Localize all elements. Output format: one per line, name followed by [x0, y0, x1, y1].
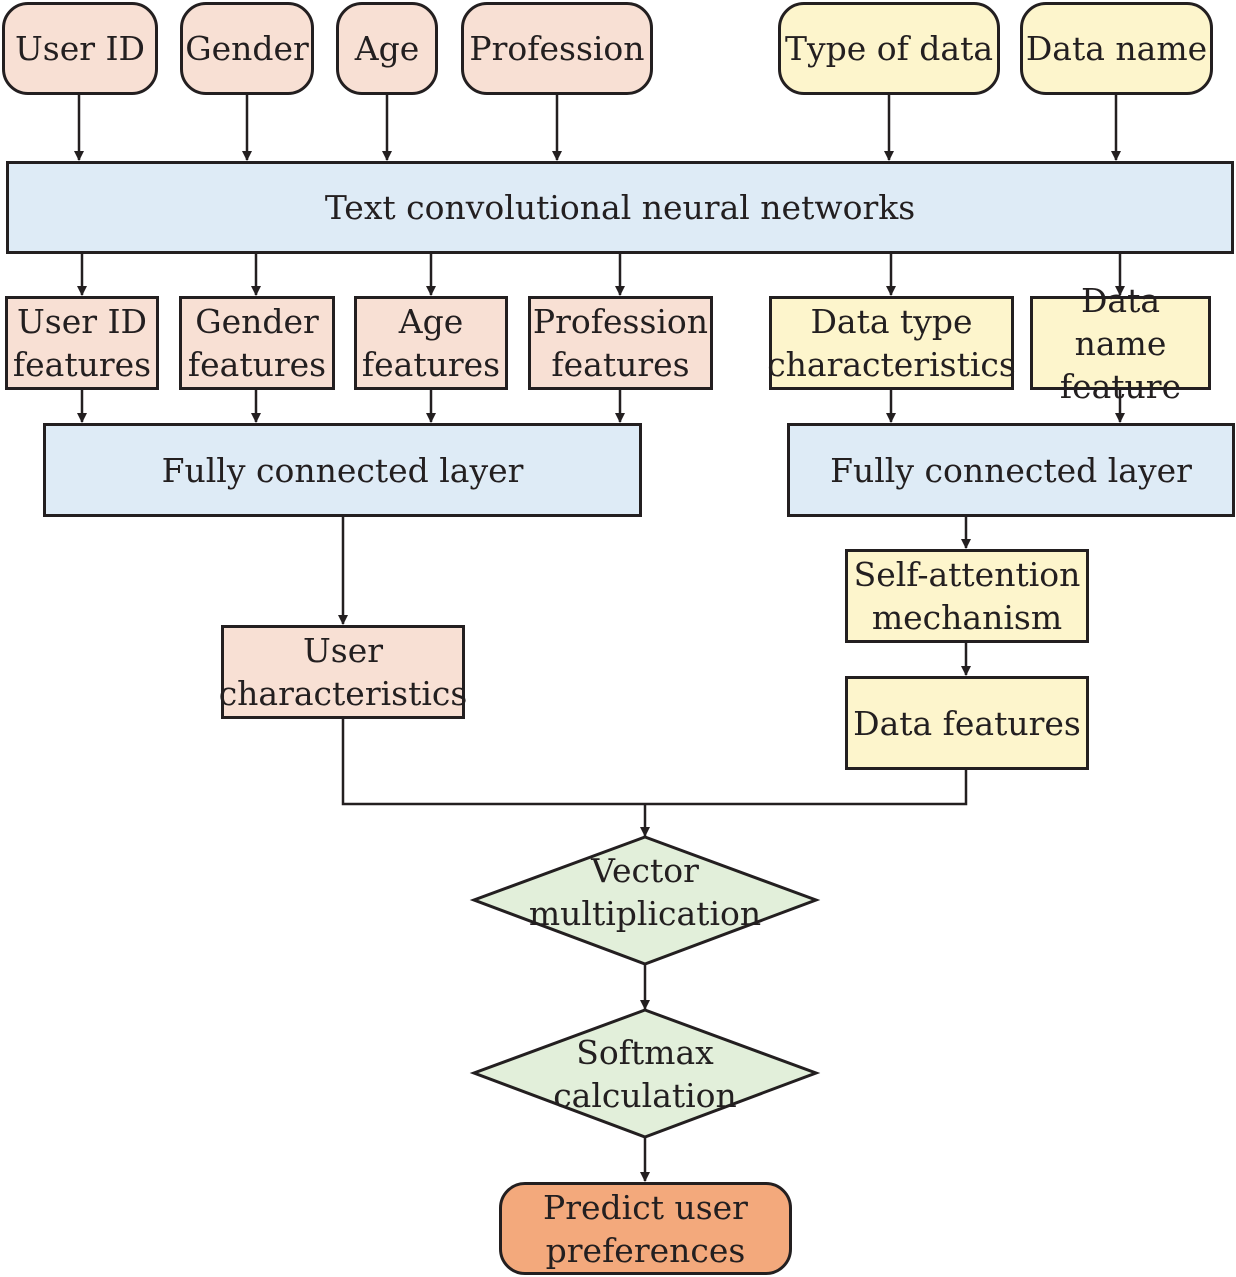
input-user-id: User ID — [2, 2, 158, 95]
feature-data-type: Data type characteristics — [767, 296, 1016, 390]
softmax-line2: calculation — [553, 1076, 737, 1115]
input-data-name: Data name — [1020, 2, 1213, 95]
input-gender: Gender — [180, 2, 314, 95]
vector-multiplication-label: Vector multiplication — [474, 849, 816, 935]
connector-user-characteristics-merge — [341, 719, 645, 806]
user-characteristics-line1: User — [302, 631, 384, 670]
input-type-of-data: Type of data — [778, 2, 1000, 95]
softmax-diamond — [469, 1008, 821, 1139]
input-age-label: Age — [354, 29, 420, 68]
fc-layer-right-label: Fully connected layer — [830, 450, 1192, 490]
vector-multiplication-line1: Vector — [591, 851, 699, 890]
vector-multiplication-diamond — [469, 835, 821, 966]
predict-line2: preferences — [545, 1230, 746, 1270]
predict-line1: Predict user — [543, 1187, 748, 1227]
self-attention-line1: Self-attention — [853, 555, 1081, 594]
textcnn-label: Text convolutional neural networks — [324, 188, 916, 227]
user-characteristics-line2: characteristics — [218, 674, 468, 713]
feature-gender: Gender features — [179, 296, 335, 390]
fc-layer-left: Fully connected layer — [43, 423, 642, 517]
self-attention-line2: mechanism — [871, 598, 1063, 637]
feature-age-line2: features — [361, 345, 501, 384]
feature-user-id-line2: features — [12, 345, 152, 384]
input-data-name-label: Data name — [1025, 29, 1208, 68]
input-type-of-data-label: Type of data — [784, 29, 994, 68]
softmax-label: Softmax calculation — [474, 1031, 816, 1117]
softmax-line1: Softmax — [576, 1033, 714, 1072]
input-age: Age — [336, 2, 438, 95]
input-user-id-label: User ID — [14, 29, 146, 68]
data-features-label: Data features — [853, 703, 1081, 743]
feature-gender-line1: Gender — [195, 302, 319, 341]
input-gender-label: Gender — [185, 29, 309, 68]
input-profession-label: Profession — [469, 29, 645, 68]
feature-profession-line2: features — [551, 345, 690, 384]
data-features-block: Data features — [845, 676, 1089, 770]
feature-age: Age features — [354, 296, 508, 390]
feature-profession: Profession features — [528, 296, 713, 390]
self-attention-block: Self-attention mechanism — [845, 549, 1089, 643]
feature-data-name-line2: feature — [1059, 366, 1182, 406]
input-profession: Profession — [461, 2, 653, 95]
feature-user-id: User ID features — [5, 296, 159, 390]
fc-layer-left-label: Fully connected layer — [161, 450, 524, 490]
fc-layer-right: Fully connected layer — [787, 423, 1235, 517]
feature-data-type-line1: Data type — [810, 302, 973, 341]
feature-profession-line1: Profession — [532, 302, 709, 341]
feature-gender-line2: features — [187, 345, 327, 384]
connector-data-features-merge — [645, 770, 968, 806]
vector-multiplication-line2: multiplication — [528, 894, 762, 933]
feature-user-id-line1: User ID — [16, 302, 148, 341]
feature-data-type-line2: characteristics — [767, 345, 1016, 384]
textcnn-block: Text convolutional neural networks — [6, 161, 1234, 254]
feature-age-line1: Age — [398, 302, 464, 341]
user-characteristics-block: User characteristics — [218, 625, 468, 719]
feature-data-name-line1: Data name — [1074, 280, 1167, 363]
